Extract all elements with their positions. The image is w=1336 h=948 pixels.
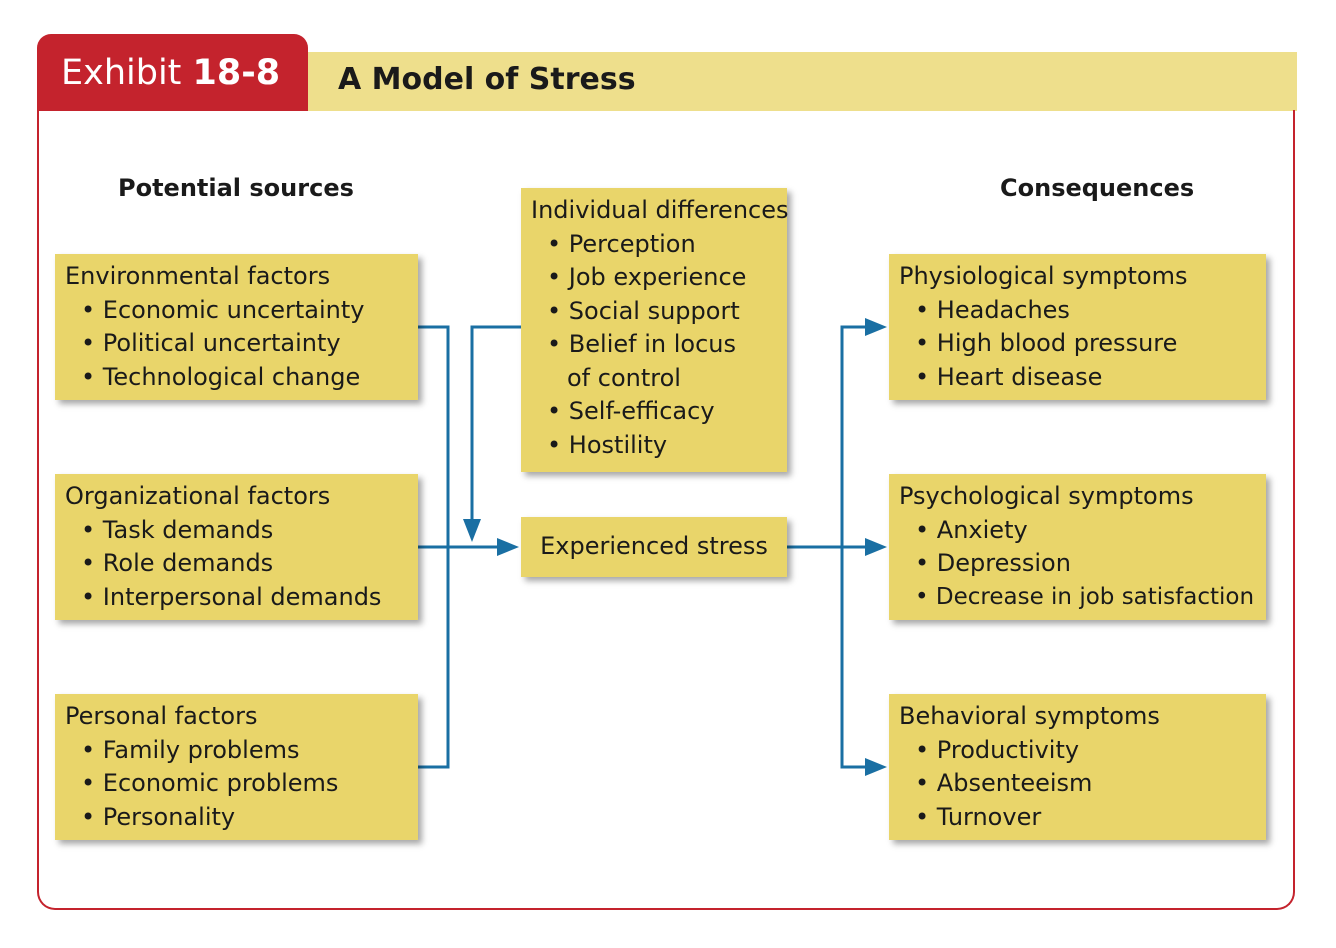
environmental-factors-box: Environmental factors Economic uncertain… (55, 254, 418, 400)
personal-factors-box: Personal factors Family problems Economi… (55, 694, 418, 840)
list-item: Depression (899, 547, 1256, 581)
list-item: Self-efficacy (531, 395, 777, 429)
consequences-header: Consequences (1000, 174, 1195, 202)
box-heading: Environmental factors (65, 262, 331, 290)
list-item: Hostility (531, 429, 777, 463)
list-item: Perception (531, 228, 777, 262)
box-heading: Psychological symptoms (899, 482, 1194, 510)
list-item: Turnover (899, 801, 1256, 835)
diagram-title: A Model of Stress (338, 62, 636, 97)
physiological-symptoms-box: Physiological symptoms Headaches High bl… (889, 254, 1266, 400)
list-item: Belief in locus (531, 328, 777, 362)
list-item: Decrease in job satisfaction (899, 581, 1256, 615)
arrowhead-behavioral (865, 758, 887, 776)
list-item: Task demands (65, 514, 408, 548)
behavioral-symptoms-box: Behavioral symptoms Productivity Absente… (889, 694, 1266, 840)
organizational-factors-box: Organizational factors Task demands Role… (55, 474, 418, 620)
list-item-continuation: of control (567, 363, 681, 392)
list-item: Job experience (531, 261, 777, 295)
list-item: Personality (65, 801, 408, 835)
list-item: Anxiety (899, 514, 1256, 548)
list-item: Economic problems (65, 767, 408, 801)
arrowhead-physiological (865, 318, 887, 336)
list-item: Role demands (65, 547, 408, 581)
list-item: High blood pressure (899, 327, 1256, 361)
individual-differences-box: Individual differences Perception Job ex… (521, 188, 789, 472)
experienced-stress-label: Experienced stress (540, 532, 768, 561)
title-bar (300, 52, 1297, 111)
sources-header: Potential sources (118, 174, 354, 202)
list-item: Family problems (65, 734, 408, 768)
list-item: Absenteeism (899, 767, 1256, 801)
arrowhead-psychological (865, 538, 887, 556)
list-item: Heart disease (899, 361, 1256, 395)
box-heading: Organizational factors (65, 482, 331, 510)
experienced-stress-box: Experienced stress (521, 517, 787, 577)
box-heading: Personal factors (65, 702, 258, 730)
list-item: Technological change (65, 361, 408, 395)
box-heading: Behavioral symptoms (899, 702, 1160, 730)
exhibit-number: 18-8 (192, 53, 281, 93)
consequences-bracket-line (840, 325, 868, 769)
list-item: Interpersonal demands (65, 581, 408, 615)
psychological-symptoms-box: Psychological symptoms Anxiety Depressio… (889, 474, 1266, 620)
list-item: Social support (531, 295, 777, 329)
box-heading: Physiological symptoms (899, 262, 1188, 290)
exhibit-tab: Exhibit 18-8 (37, 34, 308, 111)
box-heading: Individual differences (531, 196, 789, 224)
differences-to-stress-line (470, 325, 521, 522)
list-item: Political uncertainty (65, 327, 408, 361)
list-item: Productivity (899, 734, 1256, 768)
exhibit-label: Exhibit (61, 53, 182, 93)
list-item: Economic uncertainty (65, 294, 408, 328)
arrowhead-down-to-stress (463, 519, 481, 542)
list-item: Headaches (899, 294, 1256, 328)
exhibit-frame (37, 110, 1295, 910)
arrowhead-into-stress (497, 538, 519, 556)
